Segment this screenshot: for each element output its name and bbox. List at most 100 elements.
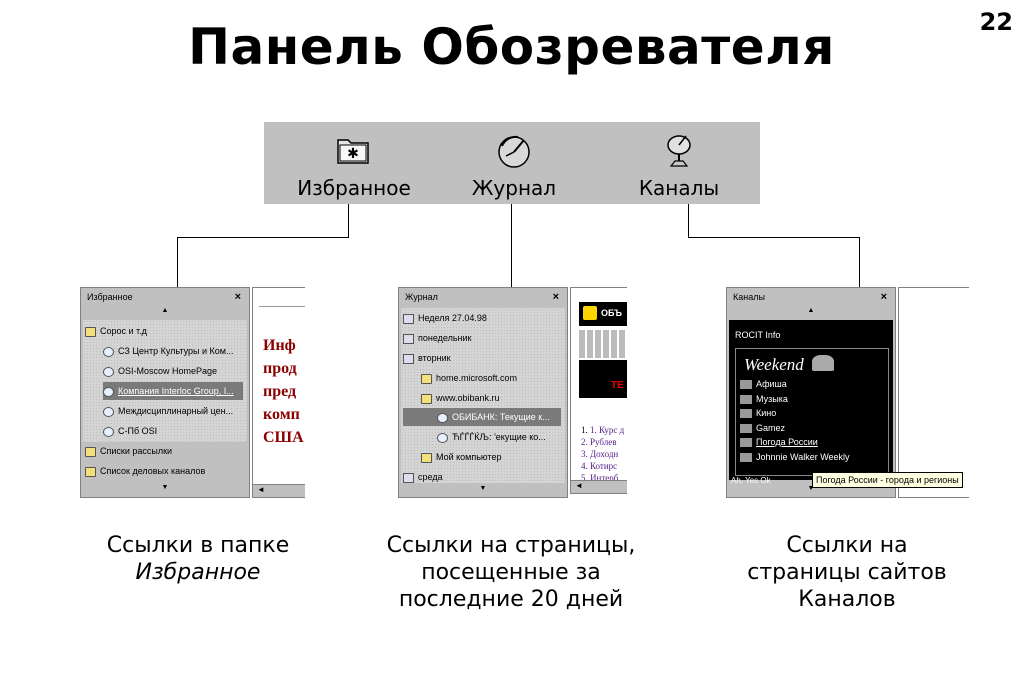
horizontal-scrollbar[interactable]: ◄ bbox=[571, 480, 627, 493]
page-link[interactable]: 4. Котирс bbox=[581, 460, 624, 472]
favorites-folder-icon: ✱ bbox=[337, 139, 369, 164]
list-item[interactable]: Список деловых каналов bbox=[85, 462, 243, 480]
item-label: Музыка bbox=[756, 393, 788, 404]
caption-line: Каналов bbox=[798, 587, 896, 612]
page-text-line: пред bbox=[263, 383, 297, 400]
horizontal-scrollbar[interactable]: ◄ bbox=[253, 484, 305, 497]
page-link[interactable]: 2. Рублев bbox=[581, 436, 624, 448]
close-icon[interactable]: × bbox=[234, 291, 241, 303]
list-item-selected[interactable]: Компания Interloc Group, I... bbox=[103, 382, 243, 400]
channel-item[interactable]: Афиша bbox=[736, 377, 888, 392]
list-item[interactable]: ЋЃЃЃЌЉ: 'екущие ко... bbox=[437, 428, 561, 446]
caption-line: Ссылки в папке bbox=[106, 533, 290, 558]
close-icon[interactable]: × bbox=[880, 291, 887, 303]
history-web-page: ОБЪ ТЕ 1. 1. Курс д 2. Рублев 3. Доходн … bbox=[570, 287, 627, 494]
channel-icon bbox=[740, 394, 752, 404]
favorites-caption: Ссылки в папке Избранное bbox=[60, 532, 336, 586]
connector-line bbox=[511, 204, 512, 288]
connector-line bbox=[177, 237, 349, 238]
channel-item[interactable]: Gamez bbox=[736, 421, 888, 436]
channel-bottom-text: Ah, Yes Ok bbox=[731, 476, 771, 485]
weekend-logo[interactable]: Weekend bbox=[744, 355, 804, 374]
list-item[interactable]: вторник bbox=[403, 349, 561, 367]
list-item[interactable]: OSI-Moscow HomePage bbox=[103, 362, 243, 380]
slide-title: Панель Обозревателя bbox=[188, 18, 835, 76]
favorites-web-page: Инф прод пред комп США ◄ bbox=[252, 287, 305, 498]
favorites-label: Избранное bbox=[297, 176, 411, 200]
channel-rocit[interactable]: ROCIT Info bbox=[735, 330, 781, 340]
panel-header: Каналы × bbox=[729, 290, 893, 304]
list-item[interactable]: Сорос и т.д bbox=[85, 322, 243, 340]
page-header-bar: ОБЪ bbox=[579, 302, 627, 326]
page-text-line: США bbox=[263, 429, 304, 446]
scroll-left-icon[interactable]: ◄ bbox=[257, 485, 265, 494]
link-text: 1. Курс д bbox=[590, 425, 625, 435]
list-item[interactable]: Неделя 27.04.98 bbox=[403, 309, 561, 327]
item-label: ЋЃЃЃЌЉ: 'екущие ко... bbox=[452, 432, 546, 442]
channels-list: ROCIT Info Weekend Афиша Музыка Кино Gam… bbox=[729, 320, 893, 480]
list-item-selected[interactable]: ОБИБАНК: Текущие к... bbox=[403, 408, 561, 426]
connector-line bbox=[688, 204, 689, 238]
history-button[interactable]: Журнал bbox=[444, 122, 584, 204]
panel-header: Избранное × bbox=[83, 290, 247, 304]
page-link[interactable]: 3. Доходн bbox=[581, 448, 624, 460]
scroll-down-icon[interactable]: ▼ bbox=[807, 485, 815, 492]
item-label: Междисциплинарный цен... bbox=[118, 406, 234, 416]
scroll-left-icon[interactable]: ◄ bbox=[575, 481, 583, 490]
item-label: Список деловых каналов bbox=[100, 466, 206, 476]
channel-icon bbox=[740, 423, 752, 433]
page-list: 1. 1. Курс д 2. Рублев 3. Доходн 4. Коти… bbox=[581, 424, 624, 484]
item-label: Погода России bbox=[756, 437, 818, 447]
scroll-down-icon[interactable]: ▼ bbox=[161, 484, 169, 491]
link-text: 5. Интерб bbox=[581, 473, 619, 483]
page-link[interactable]: 5. Интерб bbox=[581, 472, 624, 484]
scroll-up-icon[interactable]: ▲ bbox=[807, 307, 815, 314]
channels-caption: Ссылки на страницы сайтов Каналов bbox=[720, 532, 974, 613]
page-link-icon bbox=[437, 412, 448, 423]
item-label: вторник bbox=[418, 353, 451, 363]
close-icon[interactable]: × bbox=[552, 291, 559, 303]
connector-line bbox=[348, 204, 349, 238]
favorites-button[interactable]: ✱ Избранное bbox=[284, 122, 424, 204]
item-label: Мой компьютер bbox=[436, 452, 502, 462]
list-item[interactable]: www.obibank.ru bbox=[421, 389, 561, 407]
link-text: 2. Рублев bbox=[581, 437, 617, 447]
history-list: Неделя 27.04.98 понедельник вторник home… bbox=[401, 308, 565, 483]
channel-item[interactable]: Музыка bbox=[736, 392, 888, 407]
item-label: ОБИБАНК: Текущие к... bbox=[452, 412, 550, 422]
channel-item[interactable]: Погода России bbox=[736, 435, 888, 450]
page-link[interactable]: 1. 1. Курс д bbox=[581, 425, 625, 435]
divider bbox=[259, 306, 305, 307]
list-item[interactable]: home.microsoft.com bbox=[421, 369, 561, 387]
list-item[interactable]: понедельник bbox=[403, 329, 561, 347]
item-label: Кино bbox=[756, 408, 777, 418]
folder-icon bbox=[85, 326, 96, 337]
panel-title: Каналы bbox=[733, 292, 765, 302]
page-text: Инф прод пред комп США bbox=[263, 334, 304, 449]
item-label: home.microsoft.com bbox=[436, 373, 518, 383]
item-label: Gamez bbox=[756, 422, 786, 433]
favorites-list: Сорос и т.д СЗ Центр Культуры и Ком... O… bbox=[83, 320, 247, 482]
list-item[interactable]: Междисциплинарный цен... bbox=[103, 402, 243, 420]
calendar-icon bbox=[403, 333, 414, 344]
list-item[interactable]: Мой компьютер bbox=[421, 448, 561, 466]
history-icon bbox=[498, 135, 530, 168]
item-label: Johnnie Walker Weekly bbox=[756, 451, 850, 462]
panel-header: Журнал × bbox=[401, 290, 565, 304]
page-text-line: Инф bbox=[263, 337, 296, 354]
scroll-down-icon[interactable]: ▼ bbox=[479, 485, 487, 492]
panel-title: Журнал bbox=[405, 292, 438, 302]
list-item[interactable]: С-Пб OSI bbox=[103, 422, 243, 440]
channels-button[interactable]: Каналы bbox=[614, 122, 744, 204]
list-item[interactable]: Списки рассылки bbox=[85, 442, 243, 460]
list-item[interactable]: СЗ Центр Культуры и Ком... bbox=[103, 342, 243, 360]
channel-item[interactable]: Кино bbox=[736, 406, 888, 421]
list-item[interactable]: среда bbox=[403, 468, 561, 486]
item-label: Афиша bbox=[756, 379, 787, 389]
item-label: www.obibank.ru bbox=[436, 393, 500, 403]
caption-line: страницы сайтов bbox=[747, 560, 947, 585]
channel-item[interactable]: Johnnie Walker Weekly bbox=[736, 450, 888, 465]
caption-line: посещенные за bbox=[421, 560, 601, 585]
scroll-up-icon[interactable]: ▲ bbox=[161, 307, 169, 314]
channel-icon bbox=[740, 380, 752, 390]
